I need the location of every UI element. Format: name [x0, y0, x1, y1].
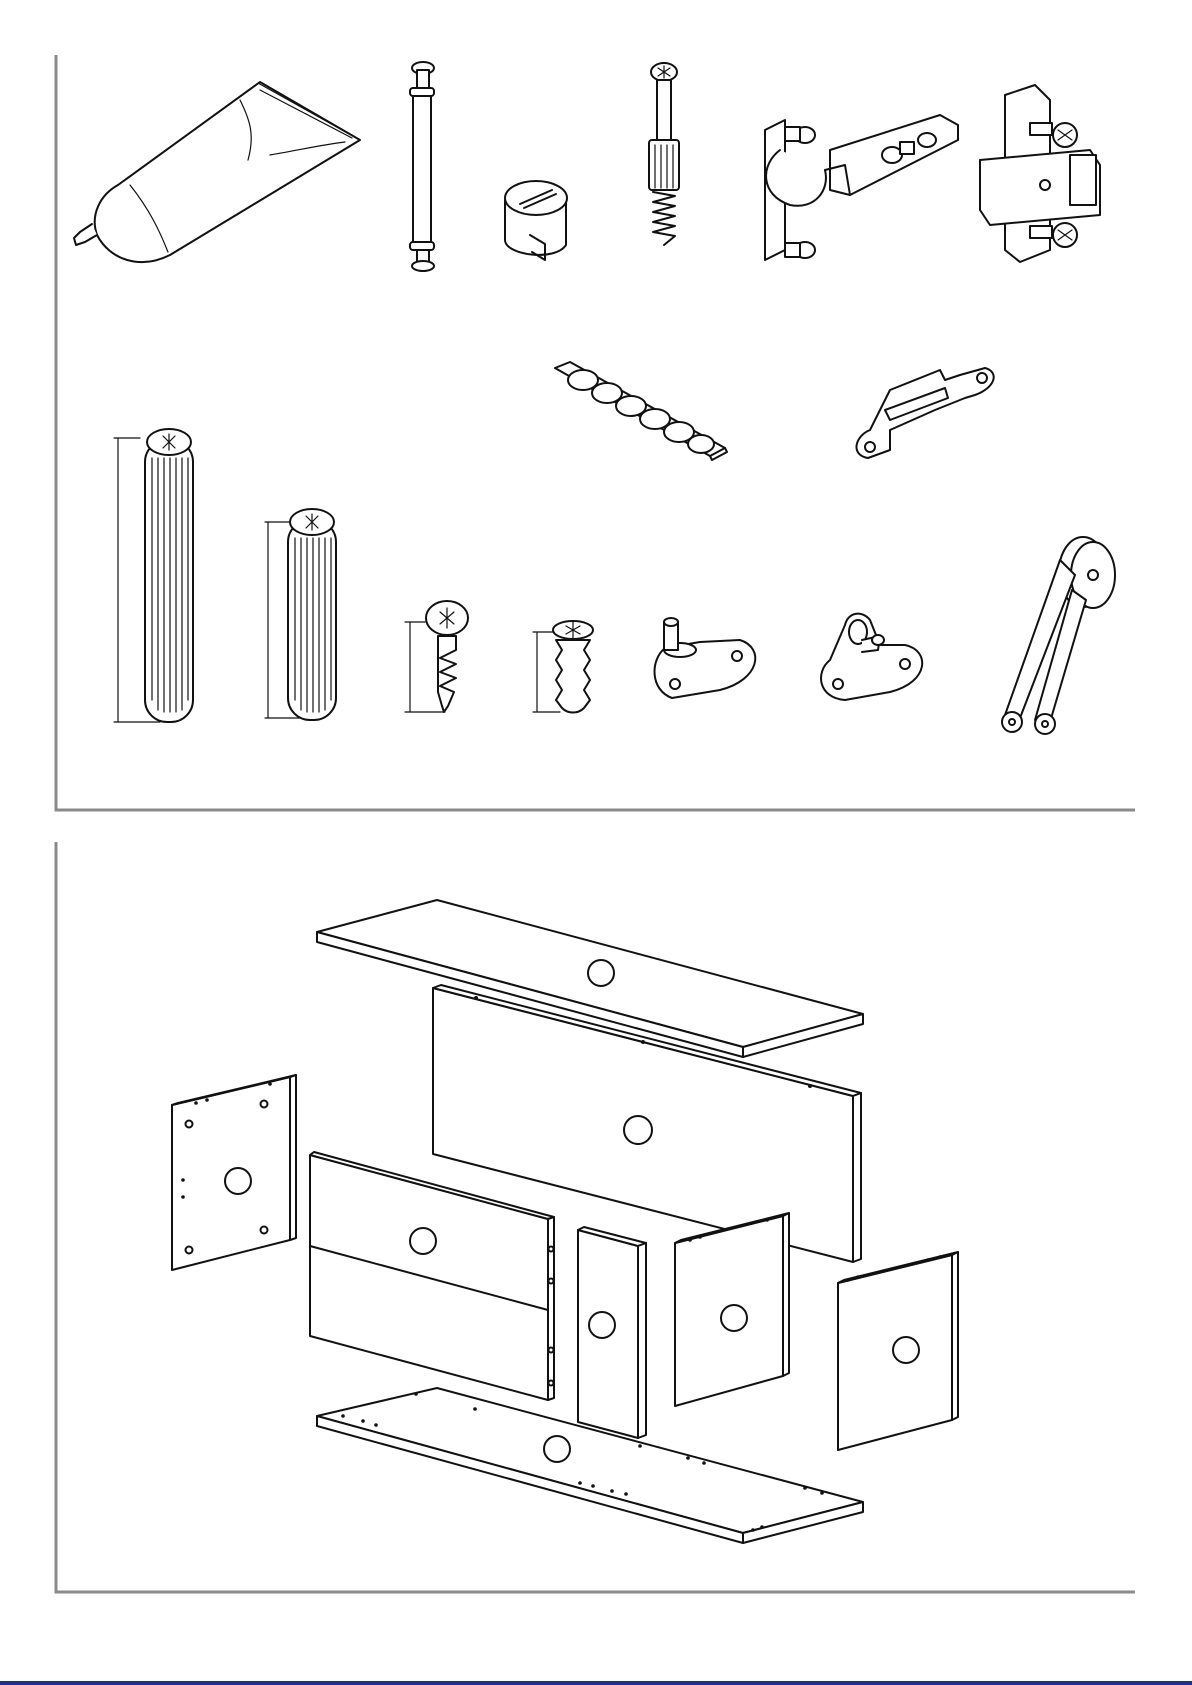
cam-bolt-pin-icon — [410, 62, 434, 271]
divider-panel — [578, 1227, 646, 1438]
cam-lock-nut-icon — [505, 181, 567, 260]
inner-side-panel — [675, 1213, 789, 1406]
hardware-panel — [56, 55, 1135, 810]
euro-screw-icon — [533, 621, 593, 713]
drawer-front-panel — [310, 1152, 554, 1400]
right-side-panel — [838, 1252, 958, 1450]
wall-hook-bracket-icon — [821, 614, 922, 700]
shelf-support-peg-icon — [655, 618, 756, 698]
door-catch-plate-icon — [856, 368, 993, 458]
panels-exploded-view — [56, 842, 1135, 1592]
lift-support-stay-icon — [1002, 537, 1115, 734]
concealed-hinge-arm-icon — [765, 115, 958, 260]
wood-dowel-long-icon — [114, 429, 193, 722]
adhesive-felt-pads-strip-icon — [555, 362, 727, 460]
left-side-panel — [172, 1075, 296, 1270]
wood-dowel-short-icon — [265, 509, 336, 720]
glue-tube-icon — [74, 82, 360, 262]
cam-dowel-screw-icon — [649, 63, 679, 245]
wood-screw-icon — [405, 601, 468, 712]
hinge-mounting-plate-icon — [980, 85, 1100, 262]
footer-bar — [0, 1681, 1192, 1685]
